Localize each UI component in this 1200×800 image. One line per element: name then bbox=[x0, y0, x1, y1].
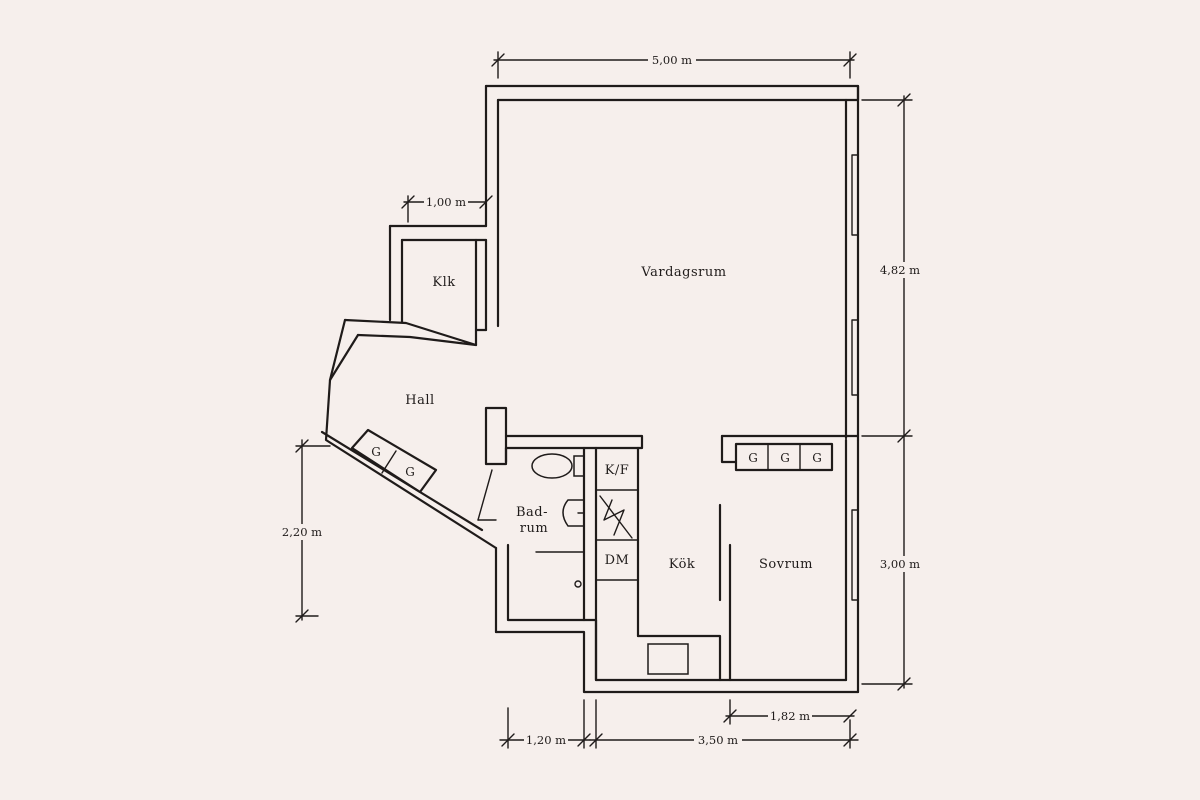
room-label-hall: Hall bbox=[405, 393, 434, 408]
dimension-label-right-lower: 3,00 m bbox=[880, 557, 920, 571]
dimension-label-left: 2,20 m bbox=[282, 525, 322, 539]
dimension-label-top: 5,00 m bbox=[652, 53, 692, 67]
room-label-kf: K/F bbox=[605, 463, 630, 478]
room-label-kok: Kök bbox=[669, 557, 696, 572]
room-label-sovrum: Sovrum bbox=[759, 557, 813, 572]
oven-icon bbox=[599, 495, 633, 539]
dimension-label-bottom-right: 3,50 m bbox=[698, 733, 738, 747]
room-label-klk: Klk bbox=[432, 275, 455, 290]
closet-label: G bbox=[405, 465, 415, 479]
dimension-label-klk: 1,00 m bbox=[426, 195, 466, 209]
shower-icon bbox=[574, 580, 582, 588]
closet-label: G bbox=[812, 451, 822, 465]
toilet-icon bbox=[531, 453, 573, 479]
dimension-lines bbox=[295, 51, 913, 749]
outer-walls bbox=[320, 84, 860, 694]
room-label-vardagsrum: Vardagsrum bbox=[640, 265, 726, 280]
sink-icon bbox=[562, 499, 584, 527]
room-label-dm: DM bbox=[605, 553, 630, 568]
closet-label: G bbox=[780, 451, 790, 465]
closet-label: G bbox=[748, 451, 758, 465]
internal-walls bbox=[350, 406, 860, 682]
room-label-badrum-line1: Bad- bbox=[516, 505, 548, 520]
room-label-badrum-line2: rum bbox=[520, 521, 548, 536]
fixtures bbox=[531, 453, 633, 588]
dimension-label-right-upper: 4,82 m bbox=[880, 263, 920, 277]
dimension-label-sovrum: 1,82 m bbox=[770, 709, 810, 723]
dimension-label-bottom-left: 1,20 m bbox=[526, 733, 566, 747]
closet-label: G bbox=[371, 445, 381, 459]
